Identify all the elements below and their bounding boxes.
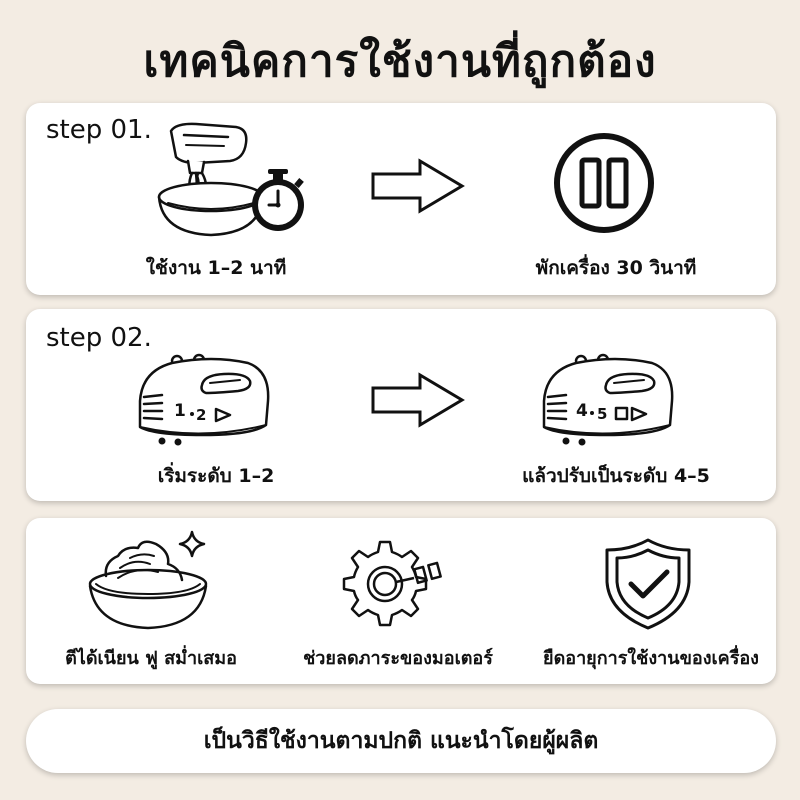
whipped-cream-bowl-icon <box>88 530 208 630</box>
step-2-label: step 02. <box>46 323 152 353</box>
gear-motor-icon <box>342 540 442 627</box>
page-title: เทคนิคการใช้งานที่ถูกต้อง <box>143 36 657 87</box>
step-1-card: step 01. <box>26 103 776 295</box>
footer-note: เป็นวิธีใช้งานตามปกติ แนะนำโดยผู้ผลิต <box>203 728 599 754</box>
step-2-right-caption: แล้วปรับเป็นระดับ 4–5 <box>522 465 710 487</box>
feature-label-smooth: ตีได้เนียน ฟู สม่ำเสมอ <box>65 648 237 669</box>
speed-setting-label-a: 4 <box>576 401 588 421</box>
mixer-body-icon: 1 2 <box>132 349 272 449</box>
mixer-body-icon: 4 5 <box>536 349 676 449</box>
feature-label-motor: ช่วยลดภาระของมอเตอร์ <box>303 648 493 669</box>
features-card: ตีได้เนียน ฟู สม่ำเสมอ ช่วยลดภาระของมอเต… <box>26 518 776 684</box>
arrow-right-icon <box>371 372 465 428</box>
step-2-card: step 02. 1 2 <box>26 309 776 501</box>
arrow-right-icon <box>371 158 465 214</box>
feature-label-lifespan: ยืดอายุการใช้งานของเครื่อง <box>543 648 759 669</box>
footer-banner: เป็นวิธีใช้งานตามปกติ แนะนำโดยผู้ผลิต <box>26 709 776 773</box>
pause-icon <box>554 133 654 233</box>
step-2-left-caption: เริ่มระดับ 1–2 <box>157 465 275 487</box>
speed-setting-label-b: 5 <box>597 405 608 423</box>
step-1-left-caption: ใช้งาน 1–2 นาที <box>145 257 287 279</box>
speed-setting-label-a: 1 <box>174 401 186 421</box>
speed-setting-label-b: 2 <box>196 406 207 424</box>
shield-check-icon <box>605 538 691 630</box>
step-1-label: step 01. <box>46 115 152 145</box>
stopwatch-icon <box>252 169 304 231</box>
hand-mixer-bowl-icon <box>157 122 304 237</box>
step-1-right-caption: พักเครื่อง 30 วินาที <box>535 257 697 279</box>
